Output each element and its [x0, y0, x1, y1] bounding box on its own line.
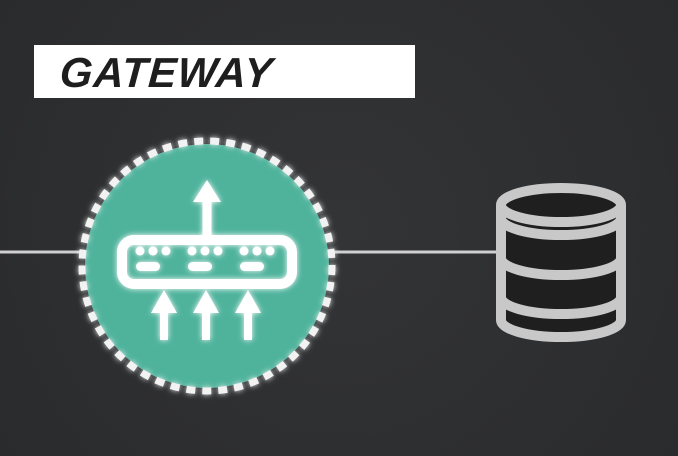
database-icon	[496, 183, 626, 342]
gateway-router-icon	[117, 180, 297, 340]
title-banner: GATEWAY	[34, 45, 415, 98]
